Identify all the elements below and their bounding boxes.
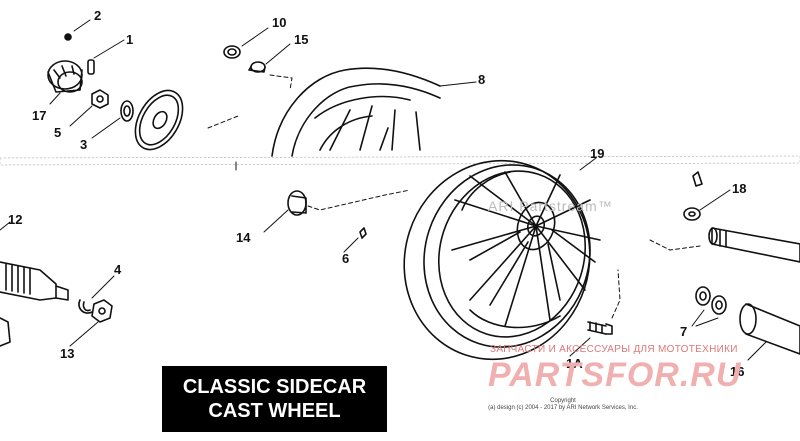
label-part-13: 13	[60, 346, 74, 361]
part-clip	[692, 171, 703, 187]
label-part-19: 19	[590, 146, 604, 161]
label-part-5: 5	[54, 125, 61, 140]
part-13-nut	[91, 299, 113, 323]
part-12-axle-left	[0, 261, 69, 301]
part-8-wheel-front	[403, 159, 601, 361]
part-left-edge	[0, 317, 11, 347]
label-part-1: 1	[126, 32, 133, 47]
part-17-castle-nut	[47, 60, 83, 93]
part-10-bearing	[223, 45, 241, 59]
watermark-logo: PARTSFOR.RU	[488, 356, 741, 395]
label-part-8: 8	[478, 72, 485, 87]
scan-tear-band	[0, 155, 800, 166]
label-part-12: 12	[8, 212, 22, 227]
label-part-17: 17	[32, 108, 46, 123]
copyright-line-1: Copyright	[550, 398, 576, 404]
label-part-16: 16	[730, 364, 744, 379]
partstream-watermark: ARI Partstream™	[488, 198, 613, 214]
label-part-14: 14	[236, 230, 251, 245]
diagram-title-box: CLASSIC SIDECAR CAST WHEEL	[162, 366, 387, 432]
label-part-2: 2	[94, 8, 101, 23]
part-3-washer	[120, 100, 134, 122]
part-4-snap-ring	[78, 299, 93, 314]
watermark-tagline: ЗАПЧАСТИ И АКСЕССУАРЫ ДЛЯ МОТОТЕХНИКИ	[490, 344, 738, 355]
part-15-spacer	[248, 61, 266, 73]
part-7-bearings	[695, 286, 727, 315]
part-6-weight	[359, 227, 367, 239]
part-8-wheel-back	[271, 67, 441, 157]
label-part-3: 3	[80, 137, 87, 152]
title-line-1: CLASSIC SIDECAR	[182, 376, 367, 398]
part-18-washer	[683, 207, 701, 221]
label-part-10: 10	[272, 15, 286, 30]
label-part-6: 6	[342, 251, 349, 266]
part-1-pin	[87, 59, 95, 75]
part-5-hex-nut	[91, 89, 109, 109]
part-14-hub-nut	[287, 190, 307, 216]
label-part-4: 4	[114, 262, 122, 277]
label-part-15: 15	[294, 32, 308, 47]
watermark-logo-left: PARTS	[488, 356, 606, 394]
label-part-1a: 1A	[566, 356, 583, 371]
part-1a-screw	[587, 321, 613, 335]
hub-cover-disc	[134, 89, 184, 151]
copyright-line-2: (a) design (c) 2004 - 2017 by ARI Networ…	[488, 405, 638, 411]
title-line-2: CAST WHEEL	[208, 400, 341, 422]
label-part-18: 18	[732, 181, 746, 196]
copyright-notice: Copyright (a) design (c) 2004 - 2017 by …	[478, 398, 648, 412]
part-16-spacer-tube	[739, 303, 800, 355]
part-2-nut	[64, 33, 72, 41]
label-part-7: 7	[680, 324, 687, 339]
watermark-logo-right: FOR.RU	[605, 356, 742, 394]
part-16-axle-right	[708, 227, 800, 263]
